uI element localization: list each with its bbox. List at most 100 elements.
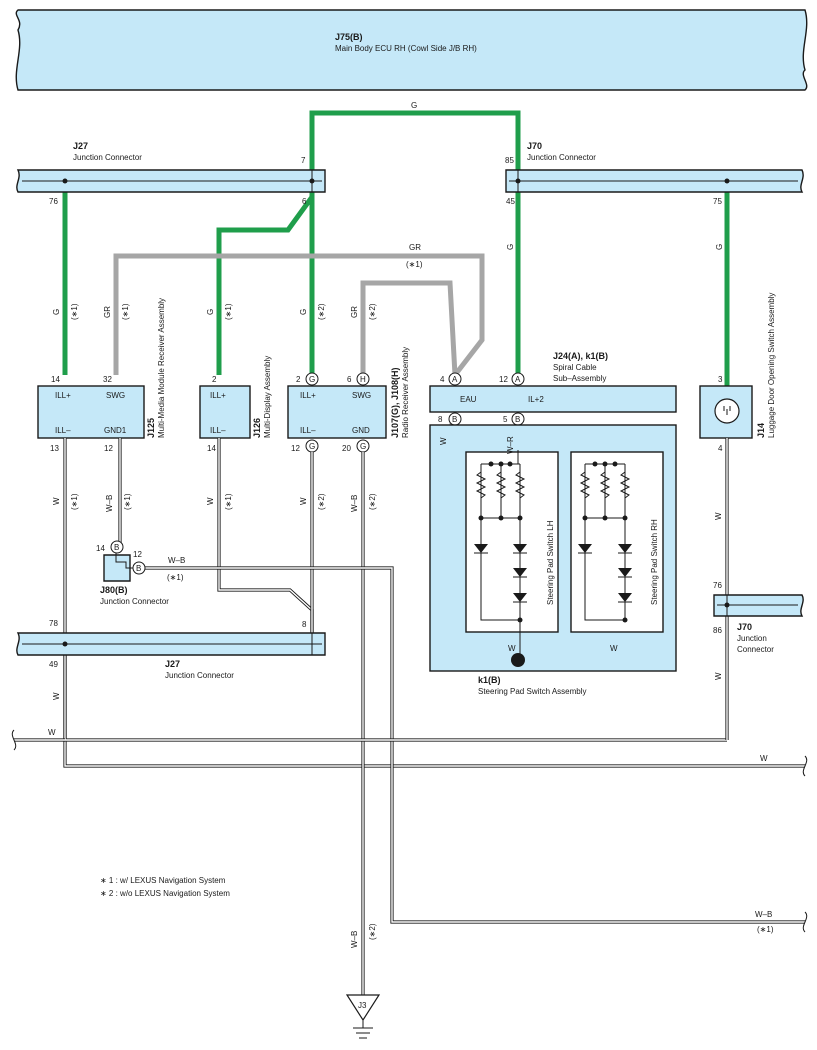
svg-text:B: B (136, 564, 141, 573)
svg-text:W–B: W–B (168, 556, 185, 565)
j14-luggage-door-switch: 3 4 J14 Luggage Door Opening Switch Asse… (699, 293, 776, 453)
svg-text:(∗1): (∗1) (757, 925, 774, 934)
svg-text:2: 2 (212, 375, 217, 384)
svg-text:A: A (452, 375, 458, 384)
svg-text:(∗2): (∗2) (317, 493, 326, 510)
svg-text:W: W (714, 512, 723, 520)
svg-text:4: 4 (440, 375, 445, 384)
svg-text:W–B: W–B (755, 910, 772, 919)
svg-text:(∗1): (∗1) (406, 260, 423, 269)
j24-id: J24(A), k1(B) (553, 351, 608, 361)
svg-text:(∗1): (∗1) (70, 493, 79, 510)
svg-text:(∗2): (∗2) (368, 493, 377, 510)
j75-id: J75(B) (335, 32, 363, 42)
svg-text:8: 8 (302, 620, 307, 629)
svg-text:32: 32 (103, 375, 112, 384)
svg-text:Spiral Cable: Spiral Cable (553, 363, 597, 372)
j125-id: J125 (146, 418, 156, 438)
svg-text:6: 6 (347, 375, 352, 384)
svg-text:SWG: SWG (106, 391, 125, 400)
svg-text:A: A (515, 375, 521, 384)
j75-name: Main Body ECU RH (Cowl Side J/B RH) (335, 44, 477, 53)
svg-text:ILL–: ILL– (300, 426, 316, 435)
upper-wire-labels: G GR (∗1) G (∗1) GR (∗1) G (∗1) G (∗2) G… (52, 101, 724, 320)
j27-pin-6: 6 (302, 197, 307, 206)
svg-text:86: 86 (713, 626, 722, 635)
svg-text:EAU: EAU (460, 395, 477, 404)
ground-j3: J3 (345, 994, 381, 1039)
svg-text:W–B: W–B (350, 931, 359, 948)
wire-break-marks (11, 729, 808, 933)
j107-radio-receiver: ILL+ SWG ILL– GND 2 6 12 20 G H G G J107… (287, 347, 410, 453)
svg-text:G: G (299, 309, 308, 315)
j107-name: Radio Receiver Assembly (401, 347, 410, 438)
j70-bottom-junction: 76 86 J70 Junction Connector (713, 581, 804, 654)
svg-text:W: W (439, 437, 448, 445)
sw-lh-label: Steering Pad Switch LH (546, 520, 555, 605)
svg-text:(∗1): (∗1) (121, 303, 130, 320)
svg-text:G: G (506, 244, 515, 250)
j75-main-body-ecu: J75(B) Main Body ECU RH (Cowl Side J/B R… (15, 9, 808, 91)
svg-text:(∗2): (∗2) (368, 303, 377, 320)
svg-text:SWG: SWG (352, 391, 371, 400)
svg-text:(∗2): (∗2) (317, 303, 326, 320)
j14-id: J14 (756, 423, 766, 438)
j14-name: Luggage Door Opening Switch Assembly (767, 293, 776, 438)
svg-text:4: 4 (718, 444, 723, 453)
svg-text:G: G (360, 442, 366, 451)
svg-text:G: G (206, 309, 215, 315)
j27-top-junction: J27 Junction Connector 76 7 6 (16, 141, 326, 206)
svg-text:13: 13 (50, 444, 59, 453)
lower-wire-labels: W (∗1) W–B (∗1) W (∗1) W (∗2) W–B (∗2) W… (48, 493, 774, 948)
j70-bottom-id: J70 (737, 622, 752, 632)
svg-text:GND: GND (352, 426, 370, 435)
svg-text:20: 20 (342, 444, 351, 453)
svg-text:W: W (760, 754, 768, 763)
svg-text:(∗2): (∗2) (368, 923, 377, 940)
j27-bottom-id: J27 (165, 659, 180, 669)
k1-name: Steering Pad Switch Assembly (478, 687, 587, 696)
svg-text:8: 8 (438, 415, 443, 424)
sw-rh-label: Steering Pad Switch RH (650, 519, 659, 605)
svg-text:14: 14 (96, 544, 105, 553)
svg-text:(∗1): (∗1) (224, 303, 233, 320)
svg-text:W: W (206, 497, 215, 505)
svg-text:3: 3 (718, 375, 723, 384)
svg-text:G: G (309, 442, 315, 451)
gray-wires (113, 253, 485, 377)
j126-id: J126 (252, 418, 262, 438)
j27-pin-7: 7 (301, 156, 306, 165)
svg-text:G: G (52, 309, 61, 315)
svg-text:ILL+: ILL+ (300, 391, 316, 400)
svg-text:ILL+: ILL+ (55, 391, 71, 400)
svg-text:H: H (360, 375, 366, 384)
note-1: ∗ 1 : w/ LEXUS Navigation System (100, 876, 226, 885)
svg-text:12: 12 (291, 444, 300, 453)
svg-text:J3: J3 (358, 1001, 367, 1010)
svg-text:78: 78 (49, 619, 58, 628)
svg-text:G: G (309, 375, 315, 384)
j70-top-junction: J70 Junction Connector 85 45 75 (505, 141, 804, 206)
j70-pin-75: 75 (713, 197, 722, 206)
j107-id: J107(G), J108(H) (390, 367, 400, 438)
svg-text:IL+2: IL+2 (528, 395, 544, 404)
svg-text:GND1: GND1 (104, 426, 127, 435)
svg-text:GR: GR (350, 306, 359, 318)
svg-text:2: 2 (296, 375, 301, 384)
j27-bottom-junction: 78 8 49 J27 Junction Connector (16, 619, 326, 680)
svg-text:5: 5 (503, 415, 508, 424)
svg-text:12: 12 (499, 375, 508, 384)
svg-text:W: W (52, 497, 61, 505)
svg-text:Sub–Assembly: Sub–Assembly (553, 374, 606, 383)
svg-text:W: W (299, 497, 308, 505)
svg-text:G: G (411, 101, 417, 110)
svg-text:GR: GR (409, 243, 421, 252)
green-wires (62, 110, 730, 388)
svg-text:49: 49 (49, 660, 58, 669)
svg-text:B: B (452, 415, 457, 424)
j80-junction-connector: B B 14 12 J80(B) Junction Connector (96, 540, 169, 606)
j24-spiral-cable: EAU IL+2 4 12 8 5 A A B B J24(A), k1(B) … (429, 351, 677, 426)
j80-id: J80(B) (100, 585, 128, 595)
svg-text:W: W (48, 728, 56, 737)
j80-name: Junction Connector (100, 597, 169, 606)
